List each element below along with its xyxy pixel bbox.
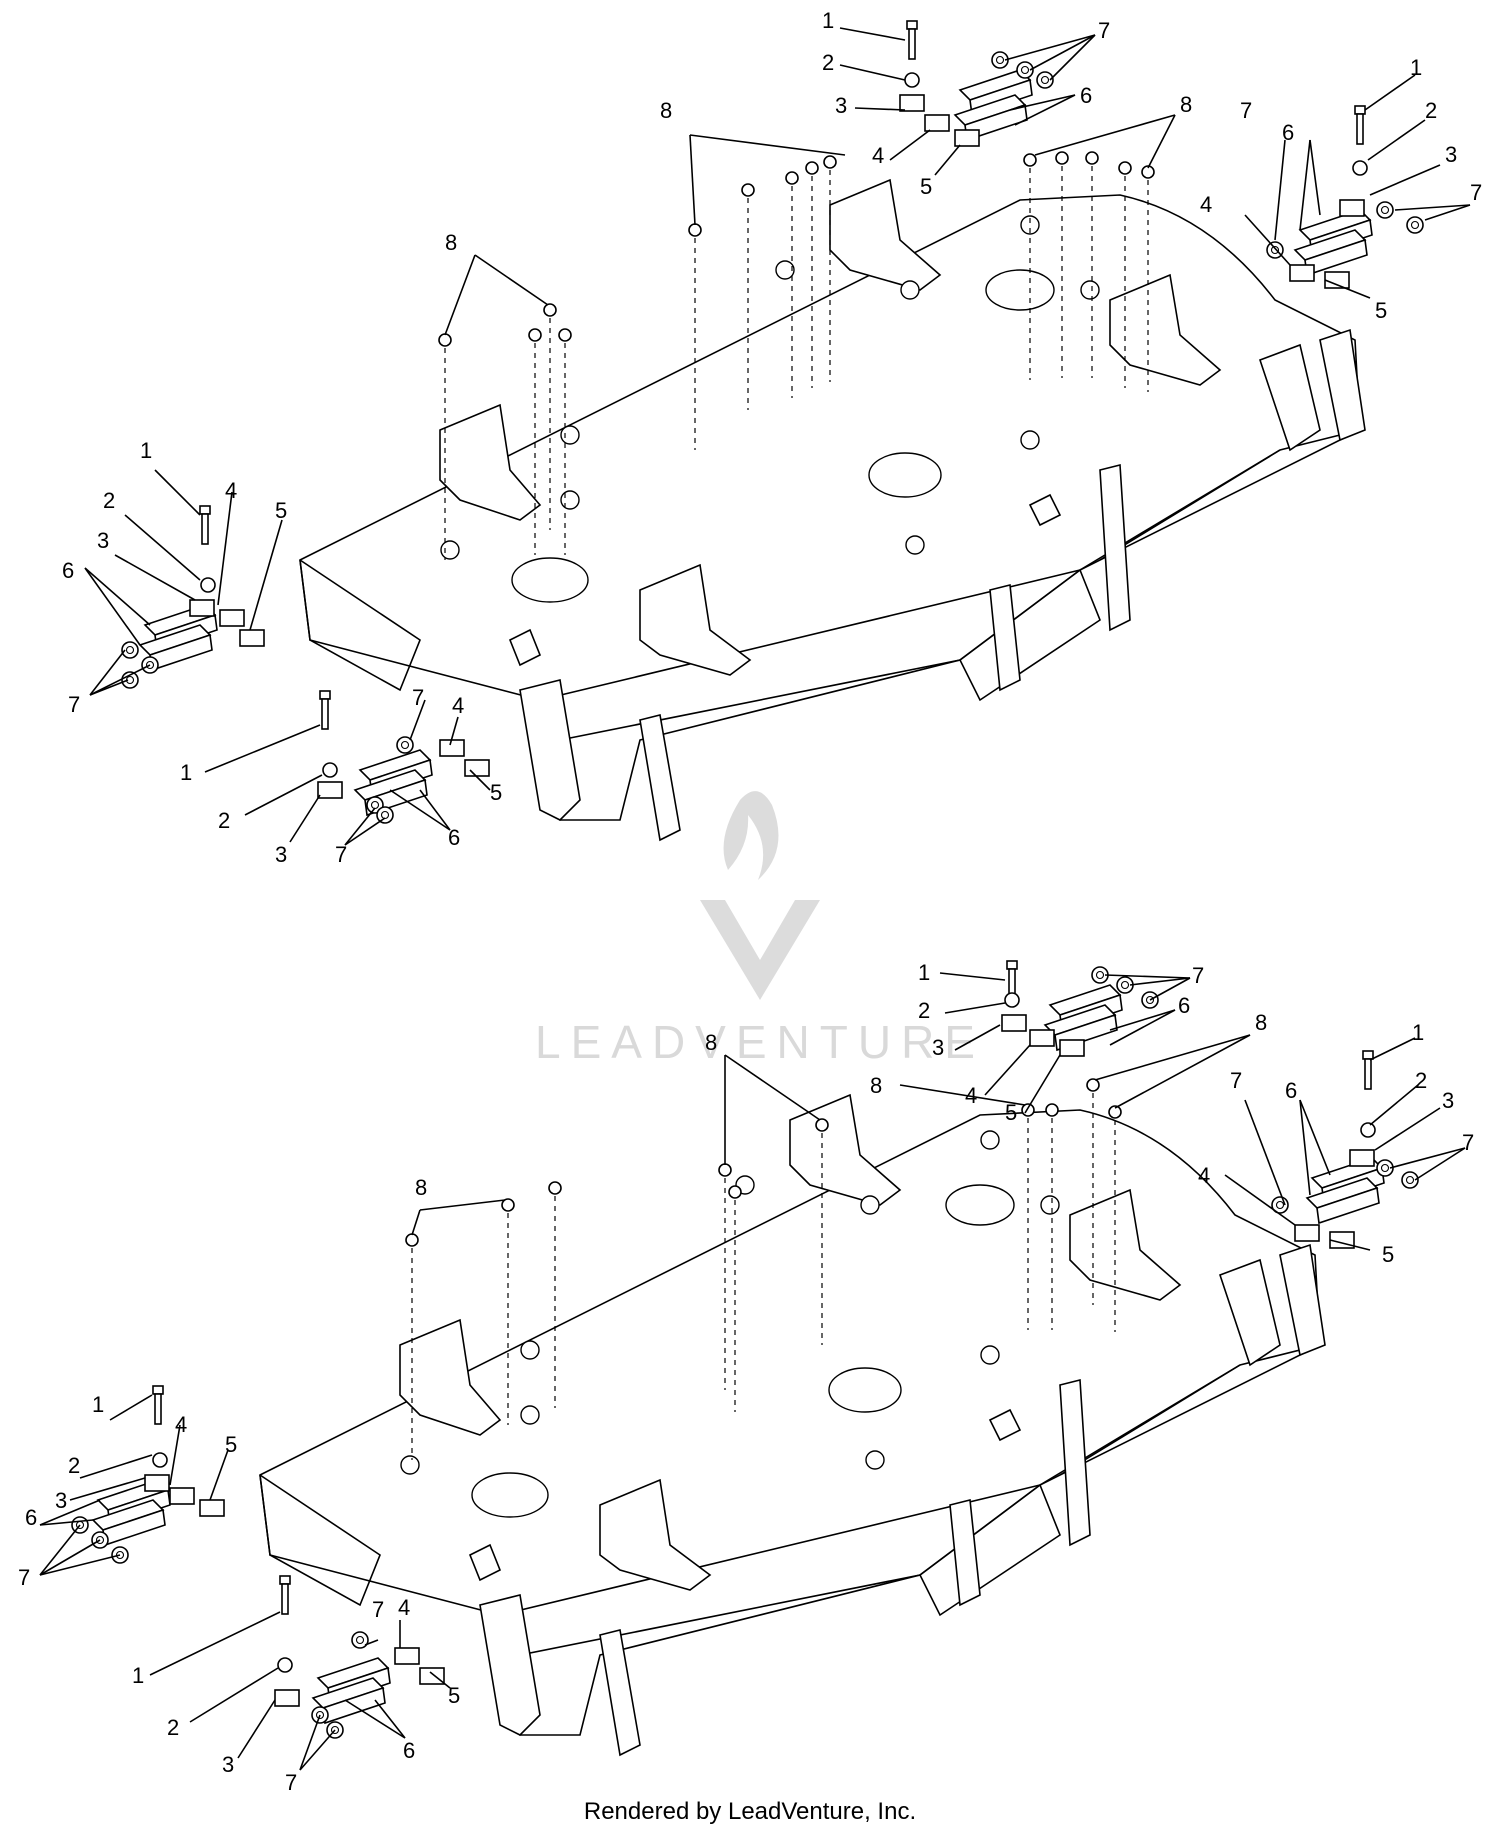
callout-7: 7 [1240, 98, 1252, 123]
callout-2: 2 [918, 998, 930, 1023]
callout-7: 7 [1098, 18, 1110, 43]
rendered-by-credit: Rendered by LeadVenture, Inc. [583, 1798, 917, 1825]
upper-hardware-top-center [899, 20, 1054, 147]
lower-hardware-top-center [1001, 960, 1159, 1057]
callout-3: 3 [932, 1035, 944, 1060]
callout-4: 4 [225, 478, 237, 503]
callout-1: 1 [918, 960, 930, 985]
callout-7: 7 [1462, 1130, 1474, 1155]
callout-3: 3 [275, 842, 287, 867]
callout-1: 1 [132, 1663, 144, 1688]
callout-3: 3 [97, 528, 109, 553]
callout-3: 3 [222, 1752, 234, 1777]
callout-7: 7 [335, 842, 347, 867]
callout-1: 1 [1412, 1020, 1424, 1045]
leader-lines [39, 27, 1471, 1771]
callout-4: 4 [452, 693, 464, 718]
callout-2: 2 [68, 1453, 80, 1478]
callout-6: 6 [1178, 993, 1190, 1018]
callout-6: 6 [1080, 83, 1092, 108]
callout-7: 7 [372, 1597, 384, 1622]
callout-1: 1 [822, 8, 834, 33]
callout-1: 1 [92, 1392, 104, 1417]
callout-4: 4 [398, 1595, 410, 1620]
callout-3: 3 [55, 1488, 67, 1513]
callout-5: 5 [448, 1683, 460, 1708]
callout-8: 8 [415, 1175, 427, 1200]
callout-5: 5 [920, 174, 932, 199]
callout-2: 2 [822, 50, 834, 75]
callout-1: 1 [1410, 55, 1422, 80]
callout-4: 4 [872, 143, 884, 168]
callout-6: 6 [403, 1738, 415, 1763]
callout-5: 5 [1382, 1242, 1394, 1267]
watermark-logo-icon [700, 791, 820, 1000]
callout-5: 5 [490, 780, 502, 805]
callout-8: 8 [870, 1073, 882, 1098]
callout-4: 4 [1198, 1163, 1210, 1188]
lower-hardware-left [71, 1385, 225, 1564]
callout-8: 8 [705, 1030, 717, 1055]
callout-7: 7 [18, 1565, 30, 1590]
callout-6: 6 [62, 558, 74, 583]
callout-2: 2 [103, 488, 115, 513]
callout-8: 8 [660, 98, 672, 123]
lower-deck-assembly [71, 960, 1419, 1756]
callout-2: 2 [218, 808, 230, 833]
callout-3: 3 [1442, 1088, 1454, 1113]
callout-2: 2 [1415, 1068, 1427, 1093]
upper-deck-assembly [121, 20, 1424, 841]
callout-5: 5 [275, 498, 287, 523]
callout-7: 7 [1192, 963, 1204, 988]
callout-5: 5 [1005, 1100, 1017, 1125]
callout-5: 5 [225, 1432, 237, 1457]
upper-hardware-front [317, 690, 490, 824]
callout-8: 8 [1180, 92, 1192, 117]
callout-4: 4 [1200, 192, 1212, 217]
callout-8: 8 [1255, 1010, 1267, 1035]
callout-8: 8 [445, 230, 457, 255]
watermark-text: LEADVENTURE [535, 1016, 985, 1068]
callout-3: 3 [1445, 142, 1457, 167]
callout-5: 5 [1375, 298, 1387, 323]
callout-1: 1 [180, 760, 192, 785]
callout-7: 7 [68, 692, 80, 717]
callout-4: 4 [175, 1412, 187, 1437]
callout-3: 3 [835, 93, 847, 118]
upper-hardware-right [1266, 105, 1424, 289]
lower-hardware-front [274, 1575, 445, 1739]
callout-7: 7 [1230, 1068, 1242, 1093]
callout-2: 2 [1425, 98, 1437, 123]
callout-1: 1 [140, 438, 152, 463]
upper-hardware-left [121, 505, 265, 689]
callout-6: 6 [1285, 1078, 1297, 1103]
callout-labels: 1 2 3 4 5 6 7 8 8 1 2 3 4 5 6 7 7 8 1 2 … [18, 8, 1482, 1795]
callout-7: 7 [285, 1770, 297, 1795]
callout-6: 6 [448, 825, 460, 850]
callout-7: 7 [1470, 180, 1482, 205]
callout-6: 6 [1282, 120, 1294, 145]
callout-4: 4 [965, 1083, 977, 1108]
callout-6: 6 [25, 1505, 37, 1530]
callout-7: 7 [412, 685, 424, 710]
callout-2: 2 [167, 1715, 179, 1740]
